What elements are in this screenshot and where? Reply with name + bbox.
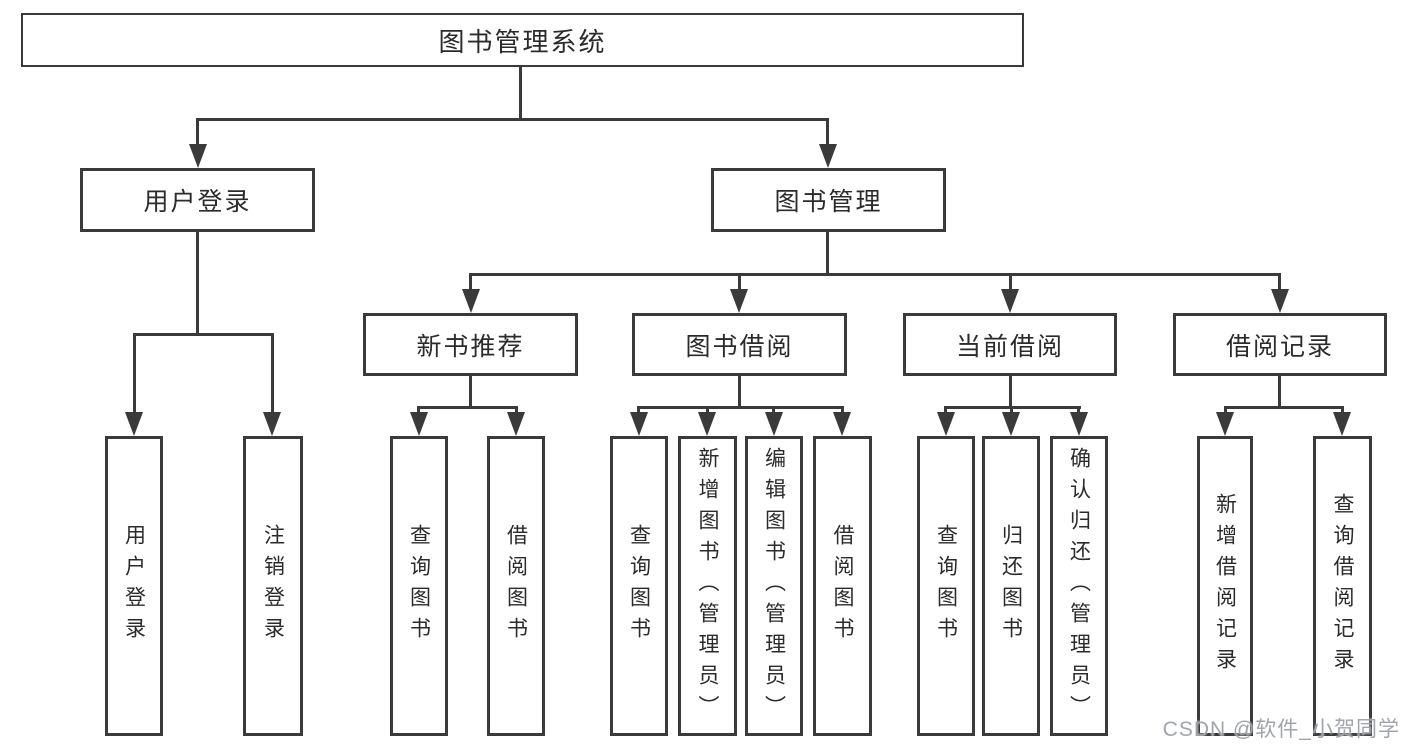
connector-segment xyxy=(841,406,844,414)
connector-segment xyxy=(1224,406,1344,409)
arrowhead-down-icon xyxy=(698,412,716,436)
connector-segment xyxy=(271,333,274,414)
connector-segment xyxy=(944,406,947,414)
connector-segment xyxy=(196,118,199,146)
node-label: 当前借阅 xyxy=(955,332,1064,361)
arrowhead-down-icon xyxy=(263,412,281,436)
connector-segment xyxy=(133,333,274,336)
node-query-book-recommend: 查询图书 xyxy=(390,436,448,736)
connector-segment xyxy=(826,118,829,146)
node-label: 新书推荐 xyxy=(416,332,525,361)
arrowhead-down-icon xyxy=(1070,412,1088,436)
connector-segment xyxy=(1278,273,1281,291)
arrowhead-down-icon xyxy=(1333,412,1351,436)
node-query-book-borrowing: 查询图书 xyxy=(610,436,668,736)
connector-segment xyxy=(826,232,829,276)
arrowhead-down-icon xyxy=(1001,289,1019,313)
connector-segment xyxy=(1341,406,1344,414)
arrowhead-down-icon xyxy=(1216,412,1234,436)
connector-segment xyxy=(133,333,136,414)
connector-segment xyxy=(738,273,741,291)
arrowhead-down-icon xyxy=(1002,412,1020,436)
arrowhead-down-icon xyxy=(189,144,207,168)
node-add-borrow-record: 新增借阅记录 xyxy=(1197,436,1253,736)
node-current-borrowing: 当前借阅 xyxy=(903,313,1117,376)
arrowhead-down-icon xyxy=(1271,289,1289,313)
node-book-borrowing: 图书借阅 xyxy=(632,313,847,376)
node-label: 新增图书（管理员） xyxy=(696,446,719,726)
connector-segment xyxy=(1077,406,1080,414)
node-borrow-records: 借阅记录 xyxy=(1173,313,1387,376)
arrowhead-down-icon xyxy=(410,412,428,436)
node-label: 查询图书 xyxy=(627,524,651,648)
connector-segment xyxy=(519,66,522,120)
node-label: 借阅记录 xyxy=(1225,332,1334,361)
node-label: 图书借阅 xyxy=(685,332,794,361)
connector-segment xyxy=(772,406,775,414)
connector-segment xyxy=(637,406,844,409)
connector-segment xyxy=(1010,406,1013,414)
arrowhead-down-icon xyxy=(125,412,143,436)
connector-segment xyxy=(196,118,829,121)
node-label: 注销登录 xyxy=(261,524,285,648)
node-label: 图书管理 xyxy=(774,188,883,216)
node-label: 查询图书 xyxy=(934,524,958,648)
connector-segment xyxy=(1009,273,1012,291)
node-label: 用户登录 xyxy=(122,524,146,648)
connector-segment xyxy=(469,376,472,409)
node-query-book-current: 查询图书 xyxy=(917,436,975,736)
connector-segment xyxy=(469,273,472,291)
node-book-management: 图书管理 xyxy=(711,168,946,232)
connector-segment xyxy=(196,232,199,336)
node-edit-book-admin: 编辑图书（管理员） xyxy=(745,436,803,736)
node-logout: 注销登录 xyxy=(243,436,303,736)
node-label: 查询借阅记录 xyxy=(1331,493,1354,679)
connector-segment xyxy=(738,376,741,409)
arrowhead-down-icon xyxy=(507,412,525,436)
connector-segment xyxy=(637,406,640,414)
arrowhead-down-icon xyxy=(765,412,783,436)
connector-segment xyxy=(1278,376,1281,409)
connector-segment xyxy=(417,406,420,414)
connector-segment xyxy=(706,406,709,414)
node-label: 借阅图书 xyxy=(504,524,528,648)
node-label: 用户登录 xyxy=(143,188,252,216)
node-library-management-system: 图书管理系统 xyxy=(21,13,1024,67)
node-borrow-book-recommend: 借阅图书 xyxy=(487,436,545,736)
node-return-book: 归还图书 xyxy=(982,436,1040,736)
node-label: 新增借阅记录 xyxy=(1213,493,1237,679)
node-label: 查询图书 xyxy=(407,524,431,648)
node-label: 归还图书 xyxy=(999,524,1023,648)
node-add-book-admin: 新增图书（管理员） xyxy=(678,436,737,736)
node-user-login: 用户登录 xyxy=(80,168,315,232)
connector-segment xyxy=(1224,406,1227,414)
node-borrow-book-borrowing: 借阅图书 xyxy=(813,436,872,736)
node-user-login-leaf: 用户登录 xyxy=(105,436,163,736)
connector-segment xyxy=(417,406,518,409)
arrowhead-down-icon xyxy=(630,412,648,436)
node-label: 确认归还（管理员） xyxy=(1067,446,1091,726)
node-query-borrow-record: 查询借阅记录 xyxy=(1313,436,1372,736)
connector-segment xyxy=(469,273,1281,276)
connector-segment xyxy=(1009,376,1012,409)
node-label: 编辑图书（管理员） xyxy=(762,446,786,726)
csdn-watermark: CSDN @软件_小贺同学 xyxy=(1162,718,1400,741)
node-confirm-return-admin: 确认归还（管理员） xyxy=(1050,436,1108,736)
node-new-book-recommend: 新书推荐 xyxy=(363,313,578,376)
arrowhead-down-icon xyxy=(819,144,837,168)
node-label: 图书管理系统 xyxy=(438,26,607,57)
arrowhead-down-icon xyxy=(833,412,851,436)
arrowhead-down-icon xyxy=(937,412,955,436)
connector-segment xyxy=(515,406,518,414)
arrowhead-down-icon xyxy=(730,289,748,313)
arrowhead-down-icon xyxy=(462,289,480,313)
node-label: 借阅图书 xyxy=(831,524,854,648)
